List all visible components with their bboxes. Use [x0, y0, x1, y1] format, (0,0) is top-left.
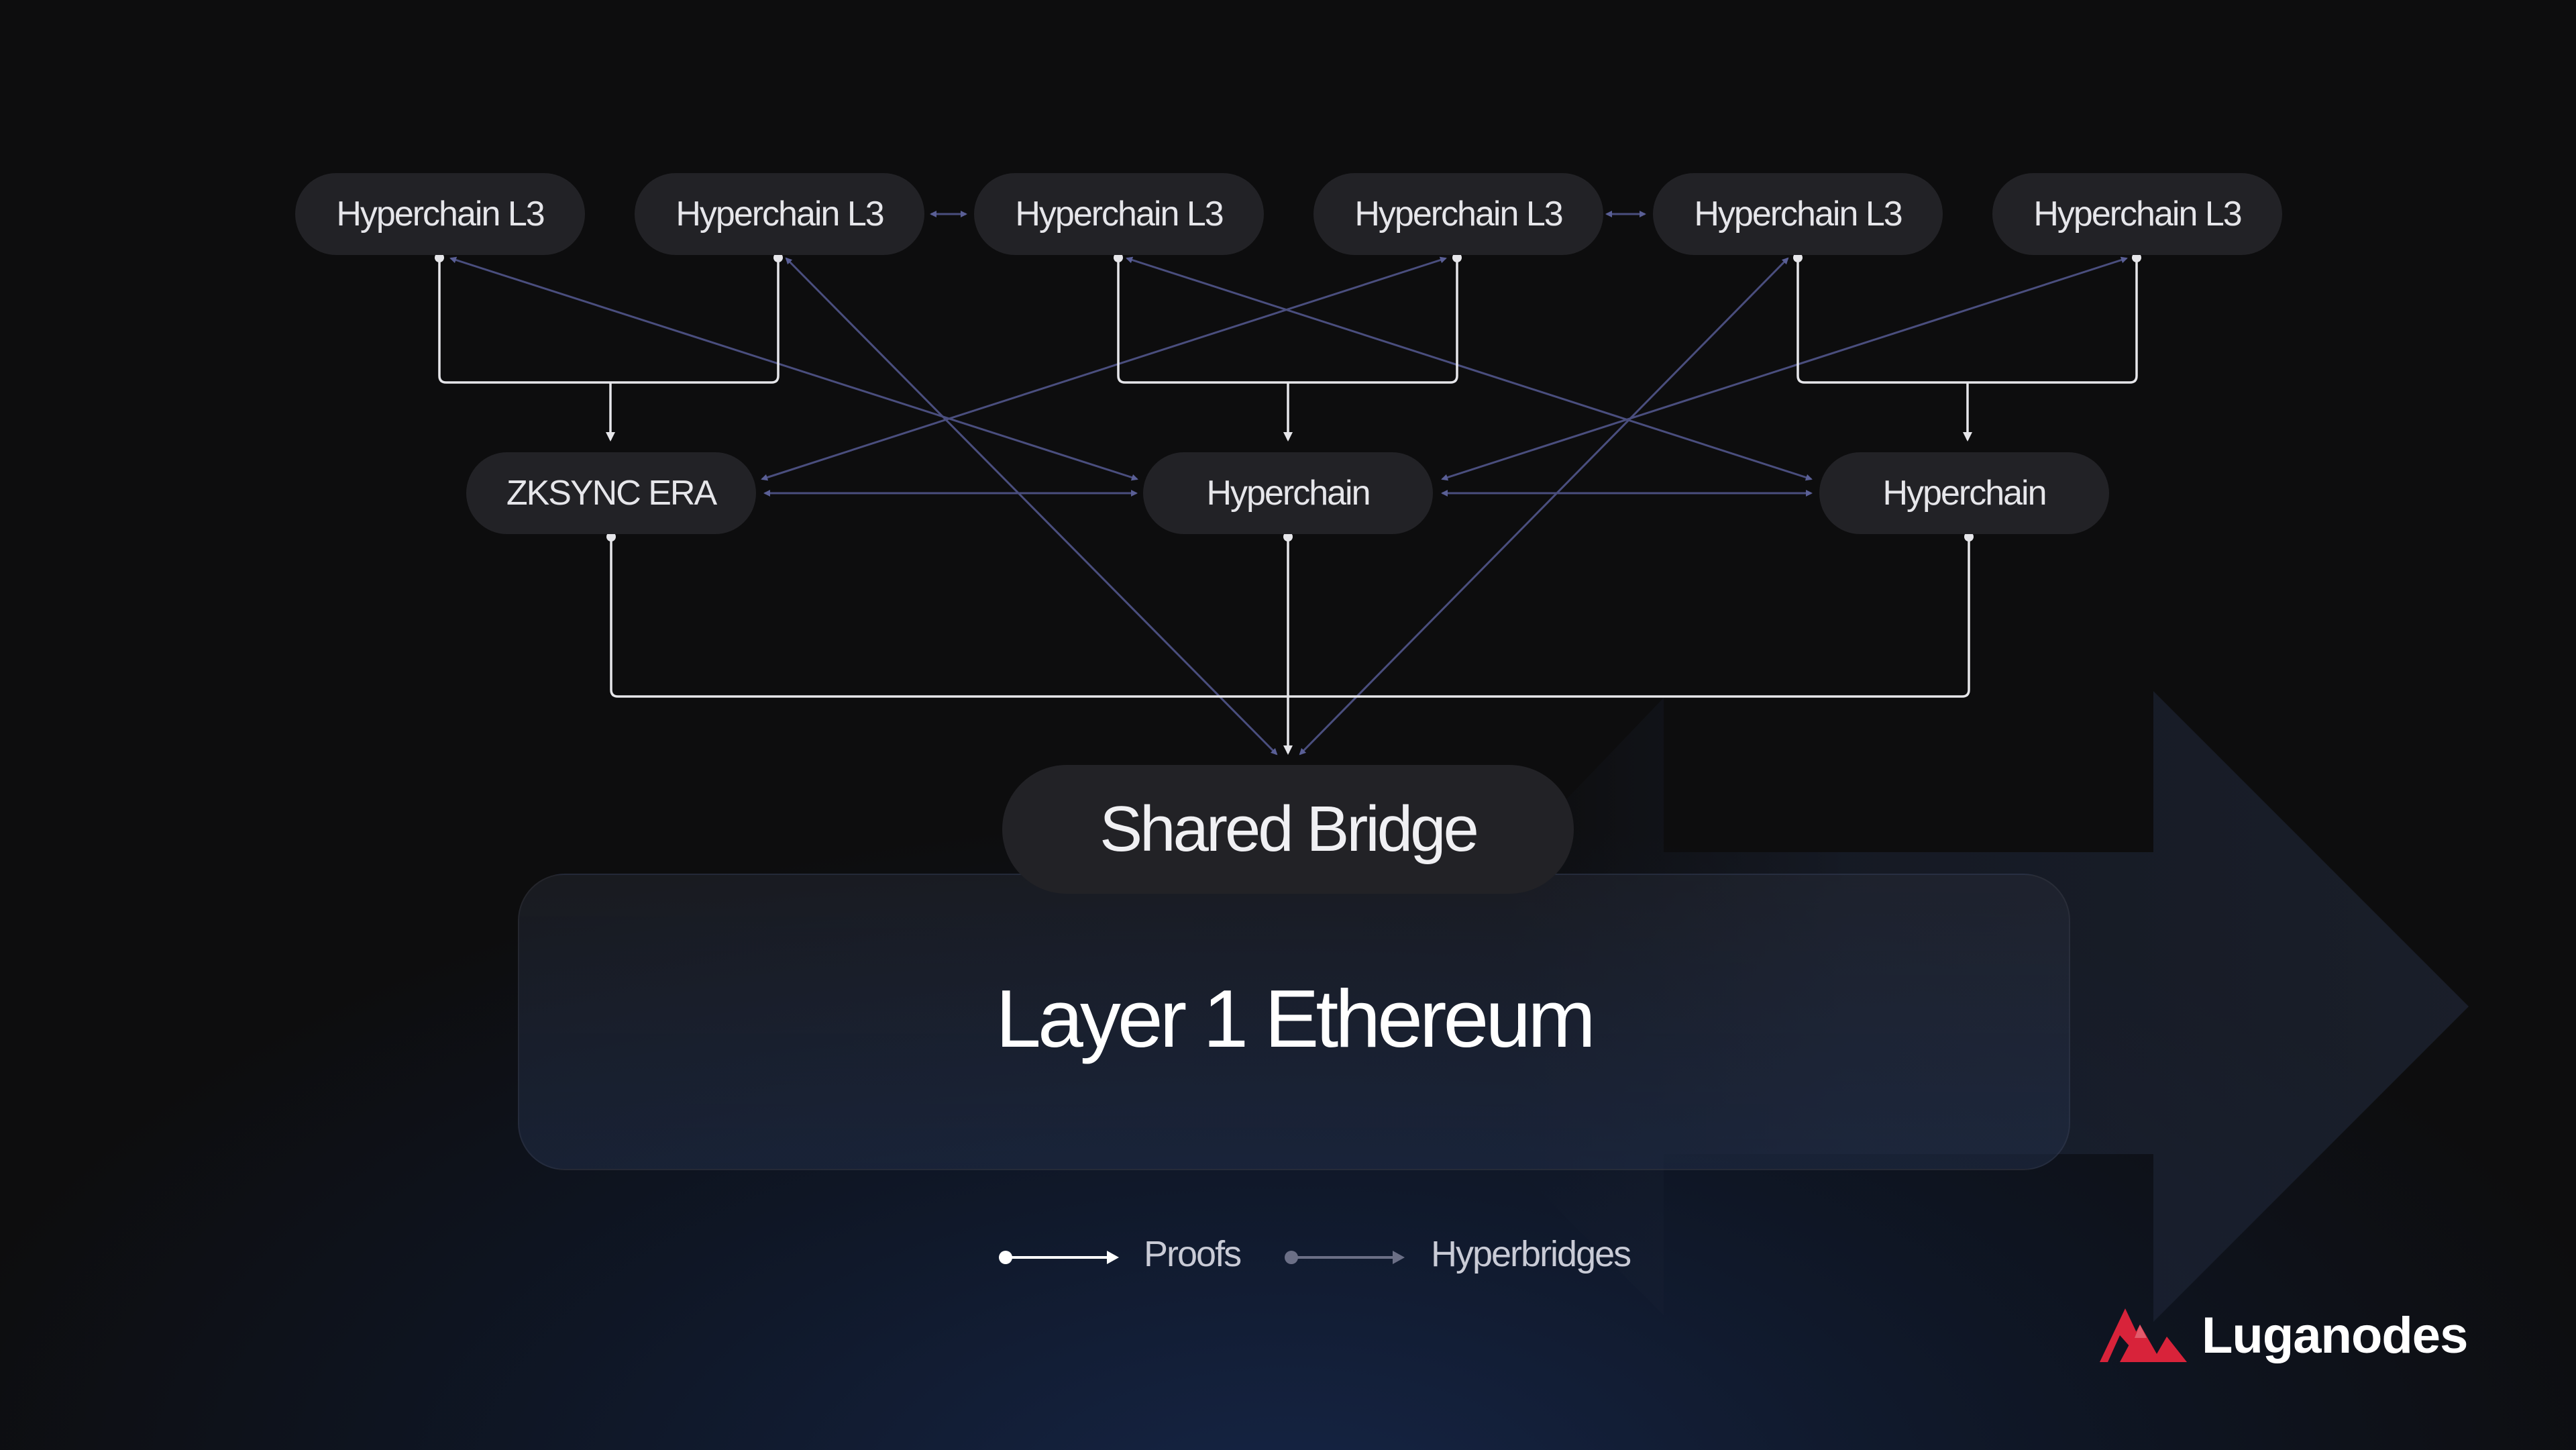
proof-lines	[438, 258, 2138, 753]
brand-name: Luganodes	[2202, 1306, 2468, 1364]
legend-proofs-label: Proofs	[1144, 1234, 1242, 1274]
proof-l3-3-4-hyperchain	[1117, 258, 1458, 439]
legend-hyperbridges-label: Hyperbridges	[1431, 1234, 1631, 1274]
hyperbridge-l3-4-zksync	[761, 256, 1447, 481]
node-hyperchain-l3-2: Hyperchain L3	[635, 173, 924, 255]
node-hyperchain-l3-3: Hyperchain L3	[974, 173, 1264, 255]
proof-dots	[435, 253, 2141, 541]
hyperbridge-l3-6-hyperchain2	[1441, 256, 2128, 481]
proof-l3-5-6-hyperchain	[1796, 258, 2138, 439]
hyperbridge-l3-2-bridge	[785, 257, 1278, 756]
hyperbridge-l3-1-hyperchain	[449, 256, 1138, 481]
node-hyperchain-l3-4: Hyperchain L3	[1313, 173, 1603, 255]
legend-hyperbridges-line	[1285, 1251, 1405, 1264]
node-hyperchain-1: Hyperchain	[1143, 452, 1433, 534]
layer1-title: Layer 1 Ethereum	[996, 973, 1596, 1064]
layer1-panel: Layer 1 Ethereum	[518, 874, 2070, 1170]
node-hyperchain-l3-1: Hyperchain L3	[295, 173, 585, 255]
legend-proofs-line	[999, 1251, 1119, 1264]
proof-l3-1-2-zksync	[438, 258, 780, 439]
hyperbridge-l3-5-bridge	[1299, 257, 1789, 756]
brand-logo: Luganodes	[2100, 1295, 2468, 1376]
node-zksync-era: ZKSYNC ERA	[466, 452, 756, 534]
node-hyperchain-l3-6: Hyperchain L3	[1992, 173, 2282, 255]
node-hyperchain-2: Hyperchain	[1819, 452, 2109, 534]
hyperbridge-l3-3-hyperchain3	[1126, 256, 1813, 481]
shared-bridge-node: Shared Bridge	[1002, 765, 1574, 894]
proof-l2-to-bridge	[610, 537, 1970, 753]
node-hyperchain-l3-5: Hyperchain L3	[1653, 173, 1943, 255]
luganodes-mountain-icon	[2100, 1308, 2187, 1362]
hyperbridge-lines	[449, 211, 2128, 756]
